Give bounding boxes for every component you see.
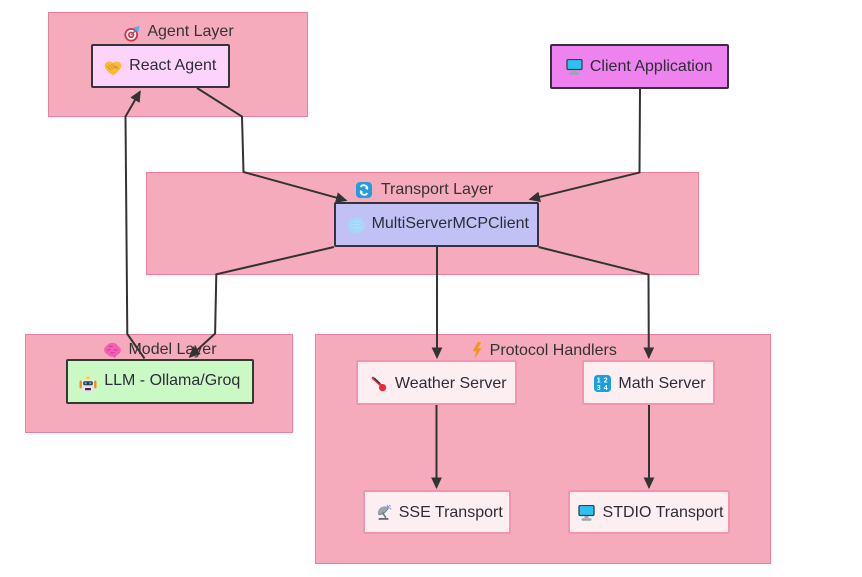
svg-text:2: 2 xyxy=(604,378,608,385)
svg-text:4: 4 xyxy=(604,385,608,392)
svg-text:1: 1 xyxy=(597,378,601,385)
svg-text:3: 3 xyxy=(597,385,601,392)
